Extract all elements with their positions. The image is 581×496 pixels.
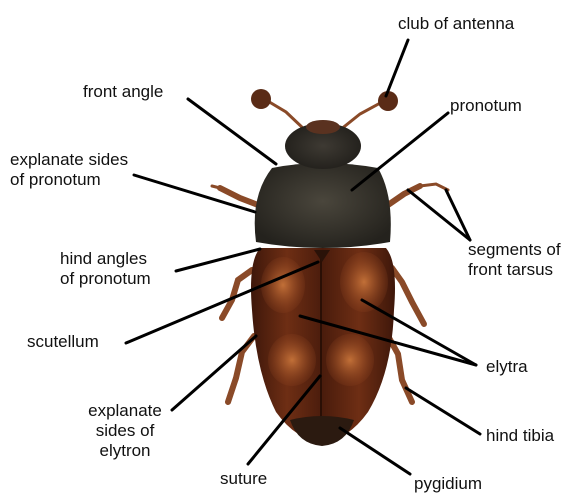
label-hind-angles-pronotum-line1: hind angles bbox=[60, 249, 151, 269]
label-elytra-text: elytra bbox=[486, 357, 528, 377]
label-hind-angles-pronotum-line2: of pronotum bbox=[60, 269, 151, 289]
label-scutellum-text: scutellum bbox=[27, 332, 99, 352]
label-segments-front-tarsus-line1: segments of bbox=[468, 240, 561, 260]
leader-pronotum bbox=[352, 113, 448, 190]
label-pygidium: pygidium bbox=[414, 474, 482, 494]
label-pygidium-text: pygidium bbox=[414, 474, 482, 494]
front-tarsus-right bbox=[420, 184, 448, 190]
leader-hind-tibia bbox=[406, 388, 480, 434]
label-segments-front-tarsus: segments of front tarsus bbox=[468, 240, 561, 280]
antenna-left bbox=[266, 100, 305, 130]
elytron-spot-left-lower bbox=[268, 334, 316, 386]
label-pronotum: pronotum bbox=[450, 96, 522, 116]
label-front-angle: front angle bbox=[83, 82, 163, 102]
label-front-angle-text: front angle bbox=[83, 82, 163, 102]
label-explanate-sides-pronotum-line2: of pronotum bbox=[10, 170, 128, 190]
label-club-of-antenna-text: club of antenna bbox=[398, 14, 514, 34]
mid-leg-left bbox=[222, 270, 252, 318]
label-hind-tibia: hind tibia bbox=[486, 426, 554, 446]
hind-leg-left bbox=[228, 336, 254, 402]
elytron-spot-left-upper bbox=[261, 257, 305, 313]
leader-explanate-sides-elytron bbox=[172, 336, 256, 410]
label-hind-tibia-text: hind tibia bbox=[486, 426, 554, 446]
antenna-club-left bbox=[251, 89, 271, 109]
mid-leg-right bbox=[392, 268, 424, 324]
leader-segments-front-tarsus-2 bbox=[446, 190, 470, 240]
label-explanate-sides-pronotum: explanate sides of pronotum bbox=[10, 150, 128, 190]
leader-pygidium bbox=[340, 428, 410, 474]
leader-club-of-antenna bbox=[386, 40, 408, 96]
label-pronotum-text: pronotum bbox=[450, 96, 522, 116]
label-suture: suture bbox=[220, 469, 267, 489]
antenna-right bbox=[340, 101, 384, 130]
label-explanate-sides-pronotum-line1: explanate sides bbox=[10, 150, 128, 170]
front-tarsus-left bbox=[212, 186, 220, 188]
leader-hind-angles-pronotum bbox=[176, 249, 260, 271]
labrum-shape bbox=[306, 120, 340, 134]
label-segments-front-tarsus-line2: front tarsus bbox=[468, 260, 561, 280]
label-club-of-antenna: club of antenna bbox=[398, 14, 514, 34]
label-suture-text: suture bbox=[220, 469, 267, 489]
label-explanate-sides-elytron-line3: elytron bbox=[70, 441, 180, 461]
label-elytra: elytra bbox=[486, 357, 528, 377]
label-explanate-sides-elytron: explanate sides of elytron bbox=[70, 401, 180, 461]
label-scutellum: scutellum bbox=[27, 332, 99, 352]
label-explanate-sides-elytron-line2: sides of bbox=[70, 421, 180, 441]
leader-segments-front-tarsus-1 bbox=[408, 190, 470, 240]
label-hind-angles-pronotum: hind angles of pronotum bbox=[60, 249, 151, 289]
elytron-spot-right-lower bbox=[326, 334, 374, 386]
label-explanate-sides-elytron-line1: explanate bbox=[70, 401, 180, 421]
elytron-spot-right-upper bbox=[340, 252, 388, 312]
